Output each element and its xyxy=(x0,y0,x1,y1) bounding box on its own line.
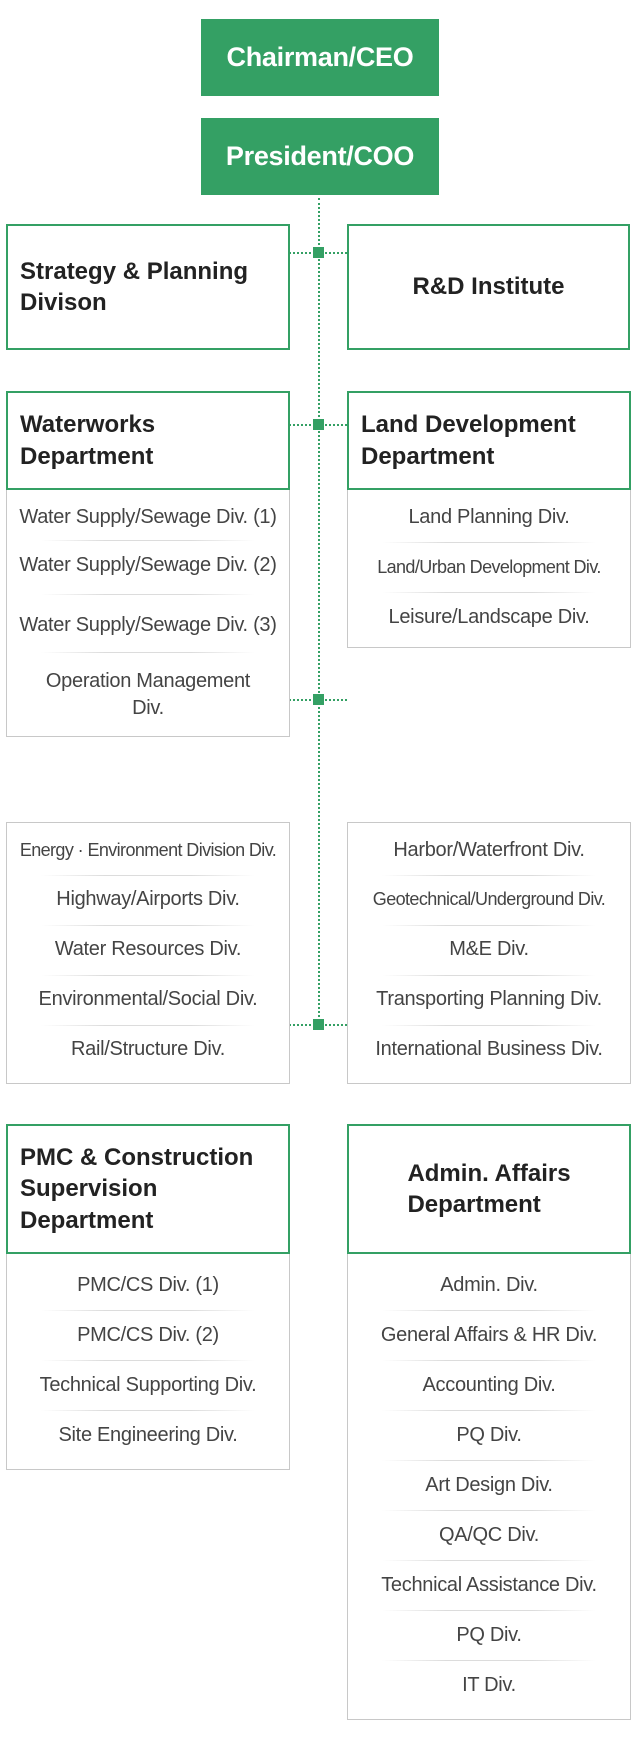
divider xyxy=(381,925,597,926)
divider xyxy=(381,1660,597,1661)
admin-affairs-department-box: Admin. Affairs Department xyxy=(347,1124,631,1254)
divider xyxy=(40,1025,256,1026)
strategy-planning-division-box: Strategy & Planning Divison xyxy=(6,224,290,350)
land-development-department-box: Land Development Department xyxy=(347,391,631,490)
admin-division-list: Admin. Div. General Affairs & HR Div. Ac… xyxy=(347,1254,631,1720)
divider xyxy=(40,652,256,653)
list-item: M&E Div. xyxy=(449,938,529,960)
divider xyxy=(40,594,256,595)
pmc-construction-department-label: PMC & Construction Supervision Departmen… xyxy=(20,1144,254,1234)
list-item: PMC/CS Div. (2) xyxy=(77,1324,219,1346)
divider xyxy=(381,1610,597,1611)
list-item: QA/QC Div. xyxy=(439,1524,539,1546)
list-item: Operation Management Div. xyxy=(45,670,251,719)
connector-node xyxy=(313,1019,324,1030)
president-coo-label: President/COO xyxy=(225,141,415,171)
waterworks-department-box: Waterworks Department xyxy=(6,391,290,490)
list-item: Technical Supporting Div. xyxy=(39,1374,257,1396)
chairman-ceo-box: Chairman/CEO xyxy=(201,19,439,96)
main-connector-line xyxy=(318,198,320,1025)
divider xyxy=(381,1510,597,1511)
list-item: Art Design Div. xyxy=(425,1474,553,1496)
divider xyxy=(40,925,256,926)
divider xyxy=(40,540,256,541)
list-item: General Affairs & HR Div. xyxy=(380,1324,598,1346)
chairman-ceo-label: Chairman/CEO xyxy=(226,42,414,72)
waterworks-division-list: Water Supply/Sewage Div. (1) Water Suppl… xyxy=(6,490,290,737)
list-item: Harbor/Waterfront Div. xyxy=(393,839,585,861)
list-item: PMC/CS Div. (1) xyxy=(77,1274,219,1296)
divider xyxy=(381,542,597,543)
list-item: Water Supply/Sewage Div. (2) xyxy=(19,554,277,576)
list-item: PQ Div. xyxy=(456,1624,522,1646)
strategy-planning-division-label: Strategy & Planning Divison xyxy=(20,257,249,316)
divider xyxy=(40,1310,256,1311)
list-item: Water Supply/Sewage Div. (3) xyxy=(19,614,277,636)
list-item: Accounting Div. xyxy=(422,1374,556,1396)
waterworks-department-label: Waterworks Department xyxy=(20,411,156,470)
pmc-construction-department-box: PMC & Construction Supervision Departmen… xyxy=(6,1124,290,1254)
list-item: International Business Div. xyxy=(375,1038,603,1060)
list-item: Highway/Airports Div. xyxy=(56,888,240,910)
divider xyxy=(40,975,256,976)
divider xyxy=(381,875,597,876)
engineering-division-list-left: Energy · Environment Division Div. Highw… xyxy=(6,822,290,1084)
list-item: PQ Div. xyxy=(456,1424,522,1446)
divider xyxy=(40,1360,256,1361)
divider xyxy=(381,1560,597,1561)
list-item: Water Supply/Sewage Div. (1) xyxy=(19,506,277,528)
land-division-list: Land Planning Div. Land/Urban Developmen… xyxy=(347,490,631,648)
president-coo-box: President/COO xyxy=(201,118,439,195)
divider xyxy=(381,592,597,593)
divider xyxy=(40,875,256,876)
list-item: Land Planning Div. xyxy=(408,506,570,528)
divider xyxy=(381,1460,597,1461)
connector-node xyxy=(313,419,324,430)
list-item: Geotechnical/Underground Div. xyxy=(372,889,606,909)
connector-node xyxy=(313,247,324,258)
list-item: Land/Urban Development Div. xyxy=(377,557,601,577)
land-development-department-label: Land Development Department xyxy=(361,411,576,470)
rnd-institute-box: R&D Institute xyxy=(347,224,630,350)
divider xyxy=(381,1310,597,1311)
list-item: Rail/Structure Div. xyxy=(71,1038,225,1060)
divider xyxy=(381,975,597,976)
list-item: IT Div. xyxy=(462,1674,516,1696)
divider xyxy=(381,1025,597,1026)
list-item: Admin. Div. xyxy=(440,1274,538,1296)
list-item: Leisure/Landscape Div. xyxy=(388,606,590,628)
list-item: Water Resources Div. xyxy=(54,938,242,960)
admin-affairs-department-label: Admin. Affairs Department xyxy=(407,1159,571,1218)
rnd-institute-label: R&D Institute xyxy=(412,273,565,301)
list-item: Transporting Planning Div. xyxy=(376,988,602,1010)
divider xyxy=(381,1410,597,1411)
list-item: Environmental/Social Div. xyxy=(38,988,258,1010)
connector-node xyxy=(313,694,324,705)
engineering-division-list-right: Harbor/Waterfront Div. Geotechnical/Unde… xyxy=(347,822,631,1084)
divider xyxy=(381,1360,597,1361)
list-item: Energy · Environment Division Div. xyxy=(19,840,277,860)
divider xyxy=(40,1410,256,1411)
list-item: Technical Assistance Div. xyxy=(381,1574,597,1596)
pmc-division-list: PMC/CS Div. (1) PMC/CS Div. (2) Technica… xyxy=(6,1254,290,1470)
list-item: Site Engineering Div. xyxy=(58,1424,238,1446)
